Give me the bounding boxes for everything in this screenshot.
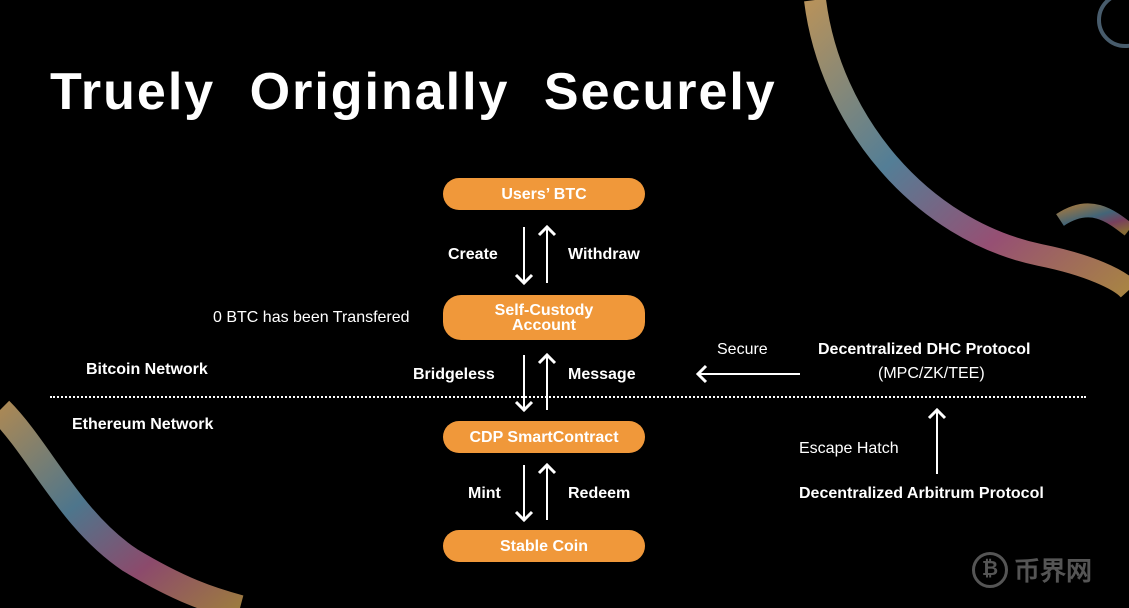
node-label: Stable Coin xyxy=(499,537,588,555)
watermark-text: 币界网 xyxy=(1014,556,1093,586)
watermark-logo: ₿ 币界网 xyxy=(972,551,1092,588)
edge-label-message: Message xyxy=(568,366,636,383)
network-divider xyxy=(50,396,1086,398)
secure-label: Secure xyxy=(717,341,768,358)
node-self-custody-account: Self-Custody Account xyxy=(443,295,645,340)
ethereum-network-label: Ethereum Network xyxy=(72,416,214,433)
edge-label-bridgeless: Bridgeless xyxy=(413,366,495,383)
node-cdp-smartcontract: CDP SmartContract xyxy=(443,421,645,453)
bitcoin-icon: ₿ xyxy=(972,551,1008,588)
dhc-protocol-sub: (MPC/ZK/TEE) xyxy=(878,365,985,382)
edge-label-withdraw: Withdraw xyxy=(568,246,640,263)
node-label: Account xyxy=(512,316,576,334)
bitcoin-network-label: Bitcoin Network xyxy=(86,361,208,378)
edge-label-redeem: Redeem xyxy=(568,485,631,502)
edge-label-create: Create xyxy=(448,246,498,263)
node-label: Users’ BTC xyxy=(501,185,587,203)
node-users-btc: Users’ BTC xyxy=(443,178,645,210)
page-title: Truely Originally Securely xyxy=(50,63,777,121)
node-label: CDP SmartContract xyxy=(469,428,619,446)
edge-label-mint: Mint xyxy=(468,485,501,502)
escape-hatch-label: Escape Hatch xyxy=(799,440,899,457)
arbitrum-protocol-label: Decentralized Arbitrum Protocol xyxy=(799,485,1044,502)
transfer-status: 0 BTC has been Transfered xyxy=(213,309,410,326)
dhc-protocol-label: Decentralized DHC Protocol xyxy=(818,341,1031,358)
node-stable-coin: Stable Coin xyxy=(443,530,645,562)
node-label: Self-Custody xyxy=(494,301,594,319)
